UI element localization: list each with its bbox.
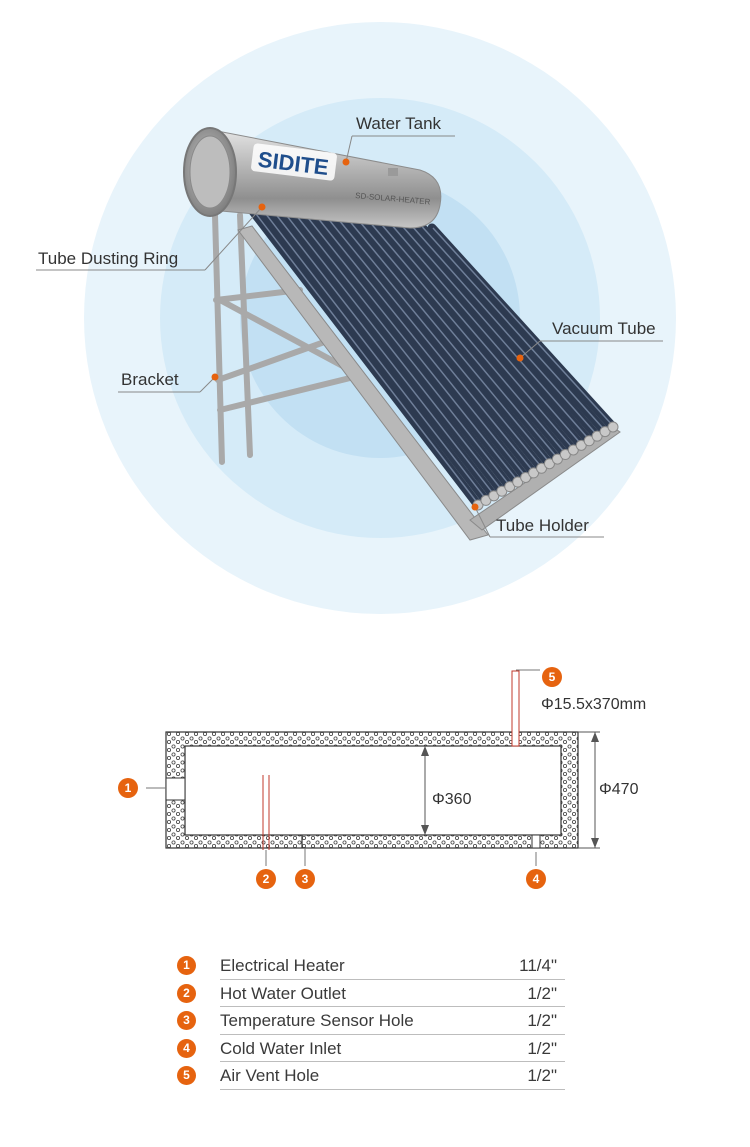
callout-vacuum-tube: Vacuum Tube bbox=[516, 319, 663, 362]
vacuum-tube bbox=[279, 208, 507, 496]
marker-2: 2 bbox=[256, 869, 276, 889]
solar-water-heater: SD-SOLAR-HEATER SIDITE bbox=[183, 127, 621, 541]
tube-holder-cap bbox=[607, 421, 619, 433]
spec-number-badge: 1 bbox=[177, 956, 196, 975]
callout-dot bbox=[342, 158, 350, 166]
vacuum-tube bbox=[332, 213, 547, 473]
row-divider bbox=[220, 1006, 565, 1007]
marker-5-text: 5 bbox=[549, 670, 556, 684]
callout-dot bbox=[471, 503, 479, 511]
spec-name: Hot Water Outlet bbox=[220, 983, 346, 1003]
spec-row: 2 Hot Water Outlet 1/2" bbox=[175, 982, 565, 1010]
vacuum-tube bbox=[300, 210, 523, 487]
dim-outer-diameter: Φ470 bbox=[599, 781, 639, 798]
spec-number-badge: 3 bbox=[177, 1011, 196, 1030]
vacuum-tube bbox=[342, 215, 554, 469]
vacuum-tube-highlight bbox=[379, 222, 575, 451]
label-tube-holder: Tube Holder bbox=[496, 516, 589, 535]
spec-name: Air Vent Hole bbox=[220, 1066, 320, 1085]
spec-row: 5 Air Vent Hole 1/2" bbox=[175, 1064, 565, 1092]
vacuum-tube-highlight bbox=[411, 225, 599, 437]
vacuum-tube-highlight bbox=[432, 227, 615, 428]
spec-size: 1/2" bbox=[527, 983, 557, 1003]
vacuum-tube-array bbox=[247, 205, 618, 510]
vacuum-tube bbox=[321, 212, 539, 478]
callout-dot bbox=[211, 373, 219, 381]
heater-port bbox=[165, 777, 186, 801]
spec-row: 1 Electrical Heater 11/4" bbox=[175, 954, 565, 982]
marker-3: 3 bbox=[295, 869, 315, 889]
label-water-tank: Water Tank bbox=[356, 114, 442, 133]
marker-1-text: 1 bbox=[125, 781, 132, 795]
vacuum-tube-highlight bbox=[347, 219, 552, 465]
vacuum-tube-highlight bbox=[294, 213, 512, 488]
vacuum-tube bbox=[247, 205, 483, 510]
label-vacuum-tube: Vacuum Tube bbox=[552, 319, 656, 338]
marker-4-text: 4 bbox=[533, 872, 540, 886]
vacuum-tube-highlight bbox=[262, 210, 488, 501]
row-divider bbox=[220, 1033, 565, 1035]
bracket-frame bbox=[212, 212, 353, 465]
spec-name: Cold Water Inlet bbox=[220, 1038, 342, 1058]
callout-water-tank: Water Tank bbox=[342, 114, 455, 166]
marker-3-text: 3 bbox=[302, 872, 309, 886]
vacuum-tube-highlight bbox=[273, 211, 496, 497]
vacuum-tube-highlight bbox=[390, 223, 583, 446]
spec-size: 1/2" bbox=[527, 1038, 557, 1058]
callout-tube-dusting-ring: Tube Dusting Ring bbox=[36, 203, 266, 271]
callout-dot bbox=[516, 354, 524, 362]
spec-name: Electrical Heater bbox=[220, 956, 345, 975]
tank-inner-chamber bbox=[184, 745, 562, 836]
vacuum-tube-highlight bbox=[400, 224, 591, 442]
vacuum-tube bbox=[363, 217, 570, 460]
callout-bracket: Bracket bbox=[118, 370, 219, 393]
callout-dot bbox=[258, 203, 266, 211]
tank-cross-section: Φ360 Φ470 Φ15.5x370mm bbox=[146, 669, 646, 866]
dim-vent-pipe: Φ15.5x370mm bbox=[541, 696, 646, 713]
vacuum-tube bbox=[268, 207, 499, 501]
tube-holder-caps bbox=[472, 421, 619, 511]
row-divider bbox=[220, 978, 565, 980]
vacuum-tube-highlight bbox=[326, 216, 536, 474]
vacuum-tube-highlight bbox=[358, 220, 559, 460]
vacuum-tube bbox=[385, 219, 586, 450]
vacuum-tube bbox=[311, 211, 531, 482]
label-bracket: Bracket bbox=[121, 370, 179, 389]
vacuum-tube bbox=[258, 206, 491, 505]
vacuum-tube-highlight bbox=[315, 215, 528, 478]
spec-number-badge: 5 bbox=[177, 1066, 196, 1085]
marker-4: 4 bbox=[526, 869, 546, 889]
spec-row: 3 Temperature Sensor Hole 1/2" bbox=[175, 1009, 565, 1037]
marker-1: 1 bbox=[118, 778, 138, 798]
vacuum-tube-highlight bbox=[337, 217, 544, 469]
spec-name: Temperature Sensor Hole bbox=[220, 1011, 414, 1030]
spec-size: 1/2" bbox=[527, 1011, 557, 1030]
spec-size: 11/4" bbox=[519, 956, 557, 975]
spec-row: 4 Cold Water Inlet 1/2" bbox=[175, 1037, 565, 1065]
row-divider bbox=[220, 1061, 565, 1062]
vacuum-tube-highlight bbox=[252, 209, 480, 506]
front-rail-left bbox=[237, 225, 489, 541]
vacuum-tube bbox=[353, 216, 562, 464]
vacuum-tube-highlight bbox=[368, 221, 567, 456]
marker-2-text: 2 bbox=[263, 872, 270, 886]
dim-inner-diameter: Φ360 bbox=[432, 791, 472, 808]
vacuum-tube bbox=[289, 209, 515, 492]
marker-5: 5 bbox=[542, 667, 562, 687]
vacuum-tube bbox=[395, 220, 594, 446]
spec-size: 1/2" bbox=[527, 1066, 557, 1085]
spec-number-badge: 4 bbox=[177, 1038, 196, 1058]
spec-number-badge: 2 bbox=[177, 983, 196, 1003]
label-tube-dusting-ring: Tube Dusting Ring bbox=[38, 249, 178, 268]
spec-table: 1 Electrical Heater 11/4" 2 Hot Water Ou… bbox=[175, 954, 565, 1092]
vacuum-tube bbox=[374, 218, 578, 455]
vacuum-tube-highlight bbox=[284, 212, 504, 492]
vacuum-tube-highlight bbox=[305, 214, 520, 483]
vacuum-tube-highlight bbox=[421, 226, 607, 433]
callout-tube-holder: Tube Holder bbox=[471, 503, 604, 538]
row-divider bbox=[220, 1088, 565, 1090]
